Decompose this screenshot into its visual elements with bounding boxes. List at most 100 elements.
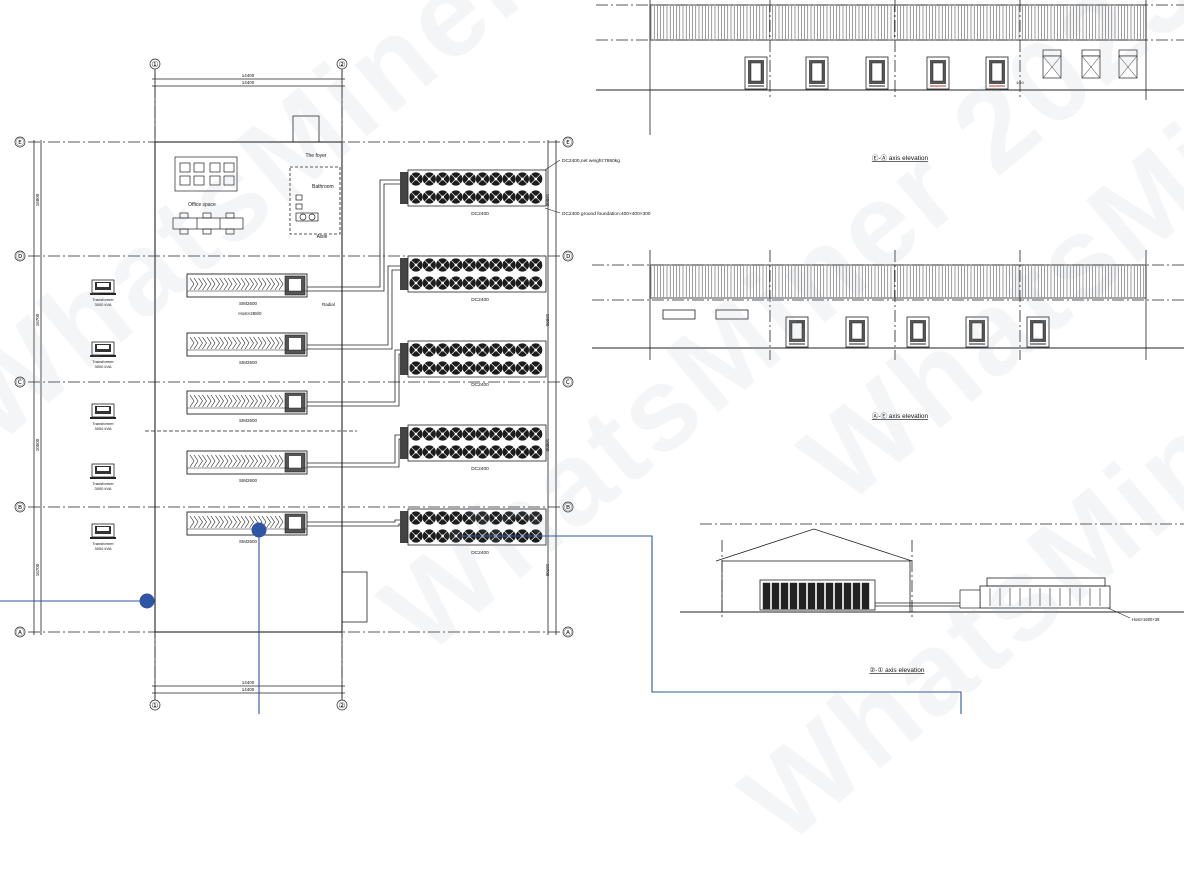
grid-bubbles: ① ② ① ② Ⓔ Ⓓ Ⓒ Ⓑ Ⓐ Ⓔ Ⓓ Ⓒ Ⓑ Ⓐ xyxy=(14,58,574,711)
left-dim-3: 10500 xyxy=(35,438,40,451)
dry-cooler-label: DC2400 xyxy=(471,550,489,556)
left-dim-4: 16700 xyxy=(35,563,40,576)
grid-label-row-b-left: Ⓑ xyxy=(16,503,24,512)
elevation-unit xyxy=(965,316,989,348)
elevation-bottom-caption: ②-① axis elevation xyxy=(869,666,924,674)
elevation-unit xyxy=(1026,316,1050,348)
host-label: SIM2600 xyxy=(239,478,258,483)
elevation-bottom xyxy=(680,523,1184,620)
elevation-top xyxy=(596,0,1184,135)
host-count-note: Host×288/0 xyxy=(238,311,262,316)
transformer-rating: 3000 kVA xyxy=(94,486,111,491)
grid-label-row-a-right: Ⓐ xyxy=(564,628,572,637)
bathroom-label: Bathroom xyxy=(312,184,334,190)
transformer-name: Transformer xyxy=(92,481,114,486)
transformer-rating: 3000 kVA xyxy=(94,364,111,369)
annotation-marker-building[interactable] xyxy=(139,593,155,609)
grid-label-row-d-right: Ⓓ xyxy=(564,252,572,261)
grid-label-col-1-bottom: ① xyxy=(151,701,158,710)
dry-cooler-label: DC2400 xyxy=(471,466,489,472)
grid-label-row-a-left: Ⓐ xyxy=(16,628,24,637)
top-dim-2: 14400 xyxy=(242,80,255,85)
transformer-rating: 3000 kVA xyxy=(94,302,111,307)
office-labels: The foyer Bathroom Office space Aisle Ra… xyxy=(188,153,335,316)
dc-weight-note: DC2400,net weight:7860kg xyxy=(562,158,620,164)
grid-label-col-2-top: ② xyxy=(338,60,345,69)
left-dim-1: 16800 xyxy=(35,193,40,206)
grid-label-col-1-top: ① xyxy=(151,60,158,69)
elevation-top-note: 1/10 xyxy=(1016,80,1025,85)
annotation-leaders xyxy=(0,530,962,714)
right-dim-3: 16800 xyxy=(545,439,550,452)
host-row: SIM2600 xyxy=(186,273,308,306)
elevation-middle-caption: Ⓐ-Ⓔ axis elevation xyxy=(872,412,929,420)
elevation-bottom-note: Host×1600×38 xyxy=(1132,617,1160,622)
dry-cooler-label: DC2400 xyxy=(471,382,489,388)
elevation-top-units xyxy=(744,49,1138,90)
elevation-unit xyxy=(805,56,829,90)
host-row: SIM2600 xyxy=(186,332,308,365)
bottom-dim-1: 14400 xyxy=(242,680,255,685)
dry-cooler-label: DC2400 xyxy=(471,211,489,217)
dry-cooler: DC2400 xyxy=(400,255,547,303)
top-dim-1: 14400 xyxy=(242,73,255,78)
elevation-unit xyxy=(865,56,889,90)
elevation-unit xyxy=(785,316,809,348)
elevation-unit xyxy=(906,316,930,348)
transformer-name: Transformer xyxy=(92,359,114,364)
office-space-label: Office space xyxy=(188,202,216,208)
transformer-rating: 3000 kVA xyxy=(94,426,111,431)
right-dim-1: 16800 xyxy=(545,194,550,207)
grid-label-row-c-left: Ⓒ xyxy=(16,378,24,387)
annotation-marker-host[interactable] xyxy=(251,522,267,538)
dry-cooler-callouts: DC2400,net weight:7860kg DC2400 ground f… xyxy=(544,158,651,217)
dimension-labels: 14400 14400 14400 14400 16800 16700 1050… xyxy=(35,73,550,692)
elevation-middle xyxy=(592,250,1184,360)
right-dim-2: 16800 xyxy=(545,314,550,327)
host-row: SIM2600 xyxy=(186,450,308,483)
bottom-dim-2: 14400 xyxy=(242,687,255,692)
host-row: SIM2600 xyxy=(186,390,308,423)
aisle-label: Aisle xyxy=(317,234,328,240)
right-dim-4: 16700 xyxy=(545,564,550,577)
elevation-unit xyxy=(985,56,1009,90)
grid-label-col-2-bottom: ② xyxy=(338,701,345,710)
elevation-unit xyxy=(845,316,869,348)
host-label: SIM2600 xyxy=(239,418,258,423)
host-row: SIM2600 xyxy=(186,511,308,544)
elevation-top-caption: Ⓔ-Ⓐ axis elevation xyxy=(872,154,929,162)
foyer-label: The foyer xyxy=(305,153,326,159)
radial-note: Radial xyxy=(322,302,335,307)
transformer-rating: 3000 kVA xyxy=(94,546,111,551)
elevation-bottom-units xyxy=(762,582,1101,610)
elevation-unit xyxy=(744,56,768,90)
grid-label-row-d-left: Ⓓ xyxy=(16,252,24,261)
elevation-unit xyxy=(926,56,950,90)
left-dim-2: 16700 xyxy=(35,313,40,326)
pipe-group xyxy=(307,179,400,527)
dry-cooler: DC2400 xyxy=(400,340,547,388)
host-label: SIM2600 xyxy=(239,539,258,544)
dry-cooler: DC2400 xyxy=(400,424,547,472)
transformer-name: Transformer xyxy=(92,297,114,302)
transformer-name: Transformer xyxy=(92,541,114,546)
transformer-name: Transformer xyxy=(92,421,114,426)
grid-label-row-e-left: Ⓔ xyxy=(16,138,24,147)
dc-foundation-note: DC2400 ground foundation:400×400×300 xyxy=(562,211,651,217)
grid-label-row-c-right: Ⓒ xyxy=(564,378,572,387)
dry-cooler: DC2400 xyxy=(400,169,547,217)
grid-label-row-e-right: Ⓔ xyxy=(564,138,572,147)
host-label: SIM2600 xyxy=(239,301,258,306)
elevation-middle-units xyxy=(785,316,1050,348)
door xyxy=(1081,49,1101,79)
grid-label-row-b-right: Ⓑ xyxy=(564,503,572,512)
